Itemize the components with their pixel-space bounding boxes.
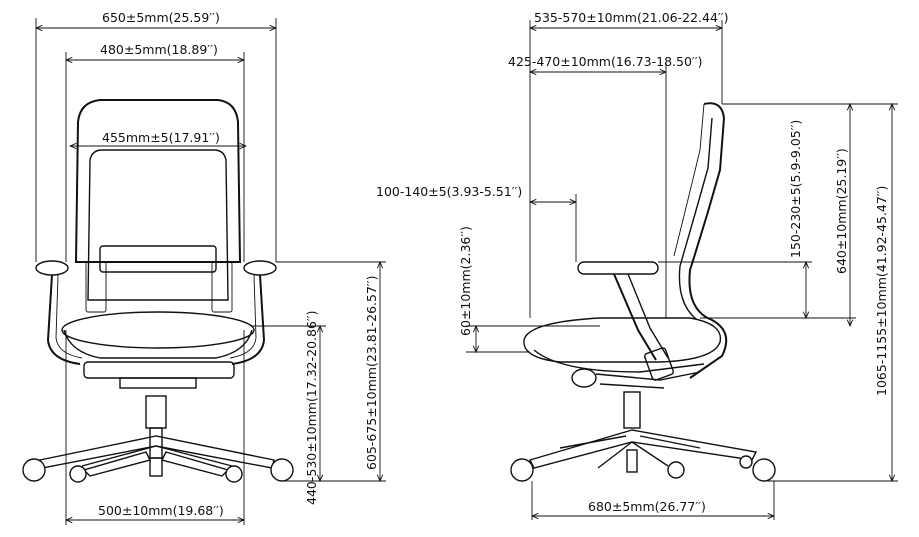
front-view-dimensions	[36, 18, 386, 525]
armrest-width-label: 480±5mm(18.89′′)	[100, 42, 218, 57]
overall-depth-label: 535-570±10mm(21.06-22.44′′)	[534, 10, 728, 25]
seat-thickness-label: 60±10mm(2.36′′)	[458, 226, 473, 336]
overall-width-label: 650±5mm(25.59′′)	[102, 10, 220, 25]
base-diameter-label: 680±5mm(26.77′′)	[588, 499, 706, 514]
backrest-height-label: 640±10mm(25.19′′)	[834, 148, 849, 274]
seat-height-label: 440-530±10mm(17.32-20.86′′)	[304, 311, 319, 505]
armrest-adjust-label: 150-230±5(5.9-9.05′′)	[788, 120, 803, 258]
armrest-depth-label: 100-140±5(3.93-5.51′′)	[376, 184, 522, 199]
armrest-height-label: 605-675±10mm(23.81-26.57′′)	[364, 276, 379, 470]
front-view-chair	[22, 99, 294, 483]
seat-depth-label: 425-470±10mm(16.73-18.50′′)	[508, 54, 702, 69]
backrest-width-label: 455mm±5(17.91′′)	[102, 130, 220, 145]
total-height-label: 1065-1155±10mm(41.92-45.47′′)	[874, 186, 889, 396]
side-view-dimensions	[466, 20, 898, 520]
side-view-chair	[510, 102, 776, 482]
seat-width-label: 500±10mm(19.68′′)	[98, 503, 224, 518]
